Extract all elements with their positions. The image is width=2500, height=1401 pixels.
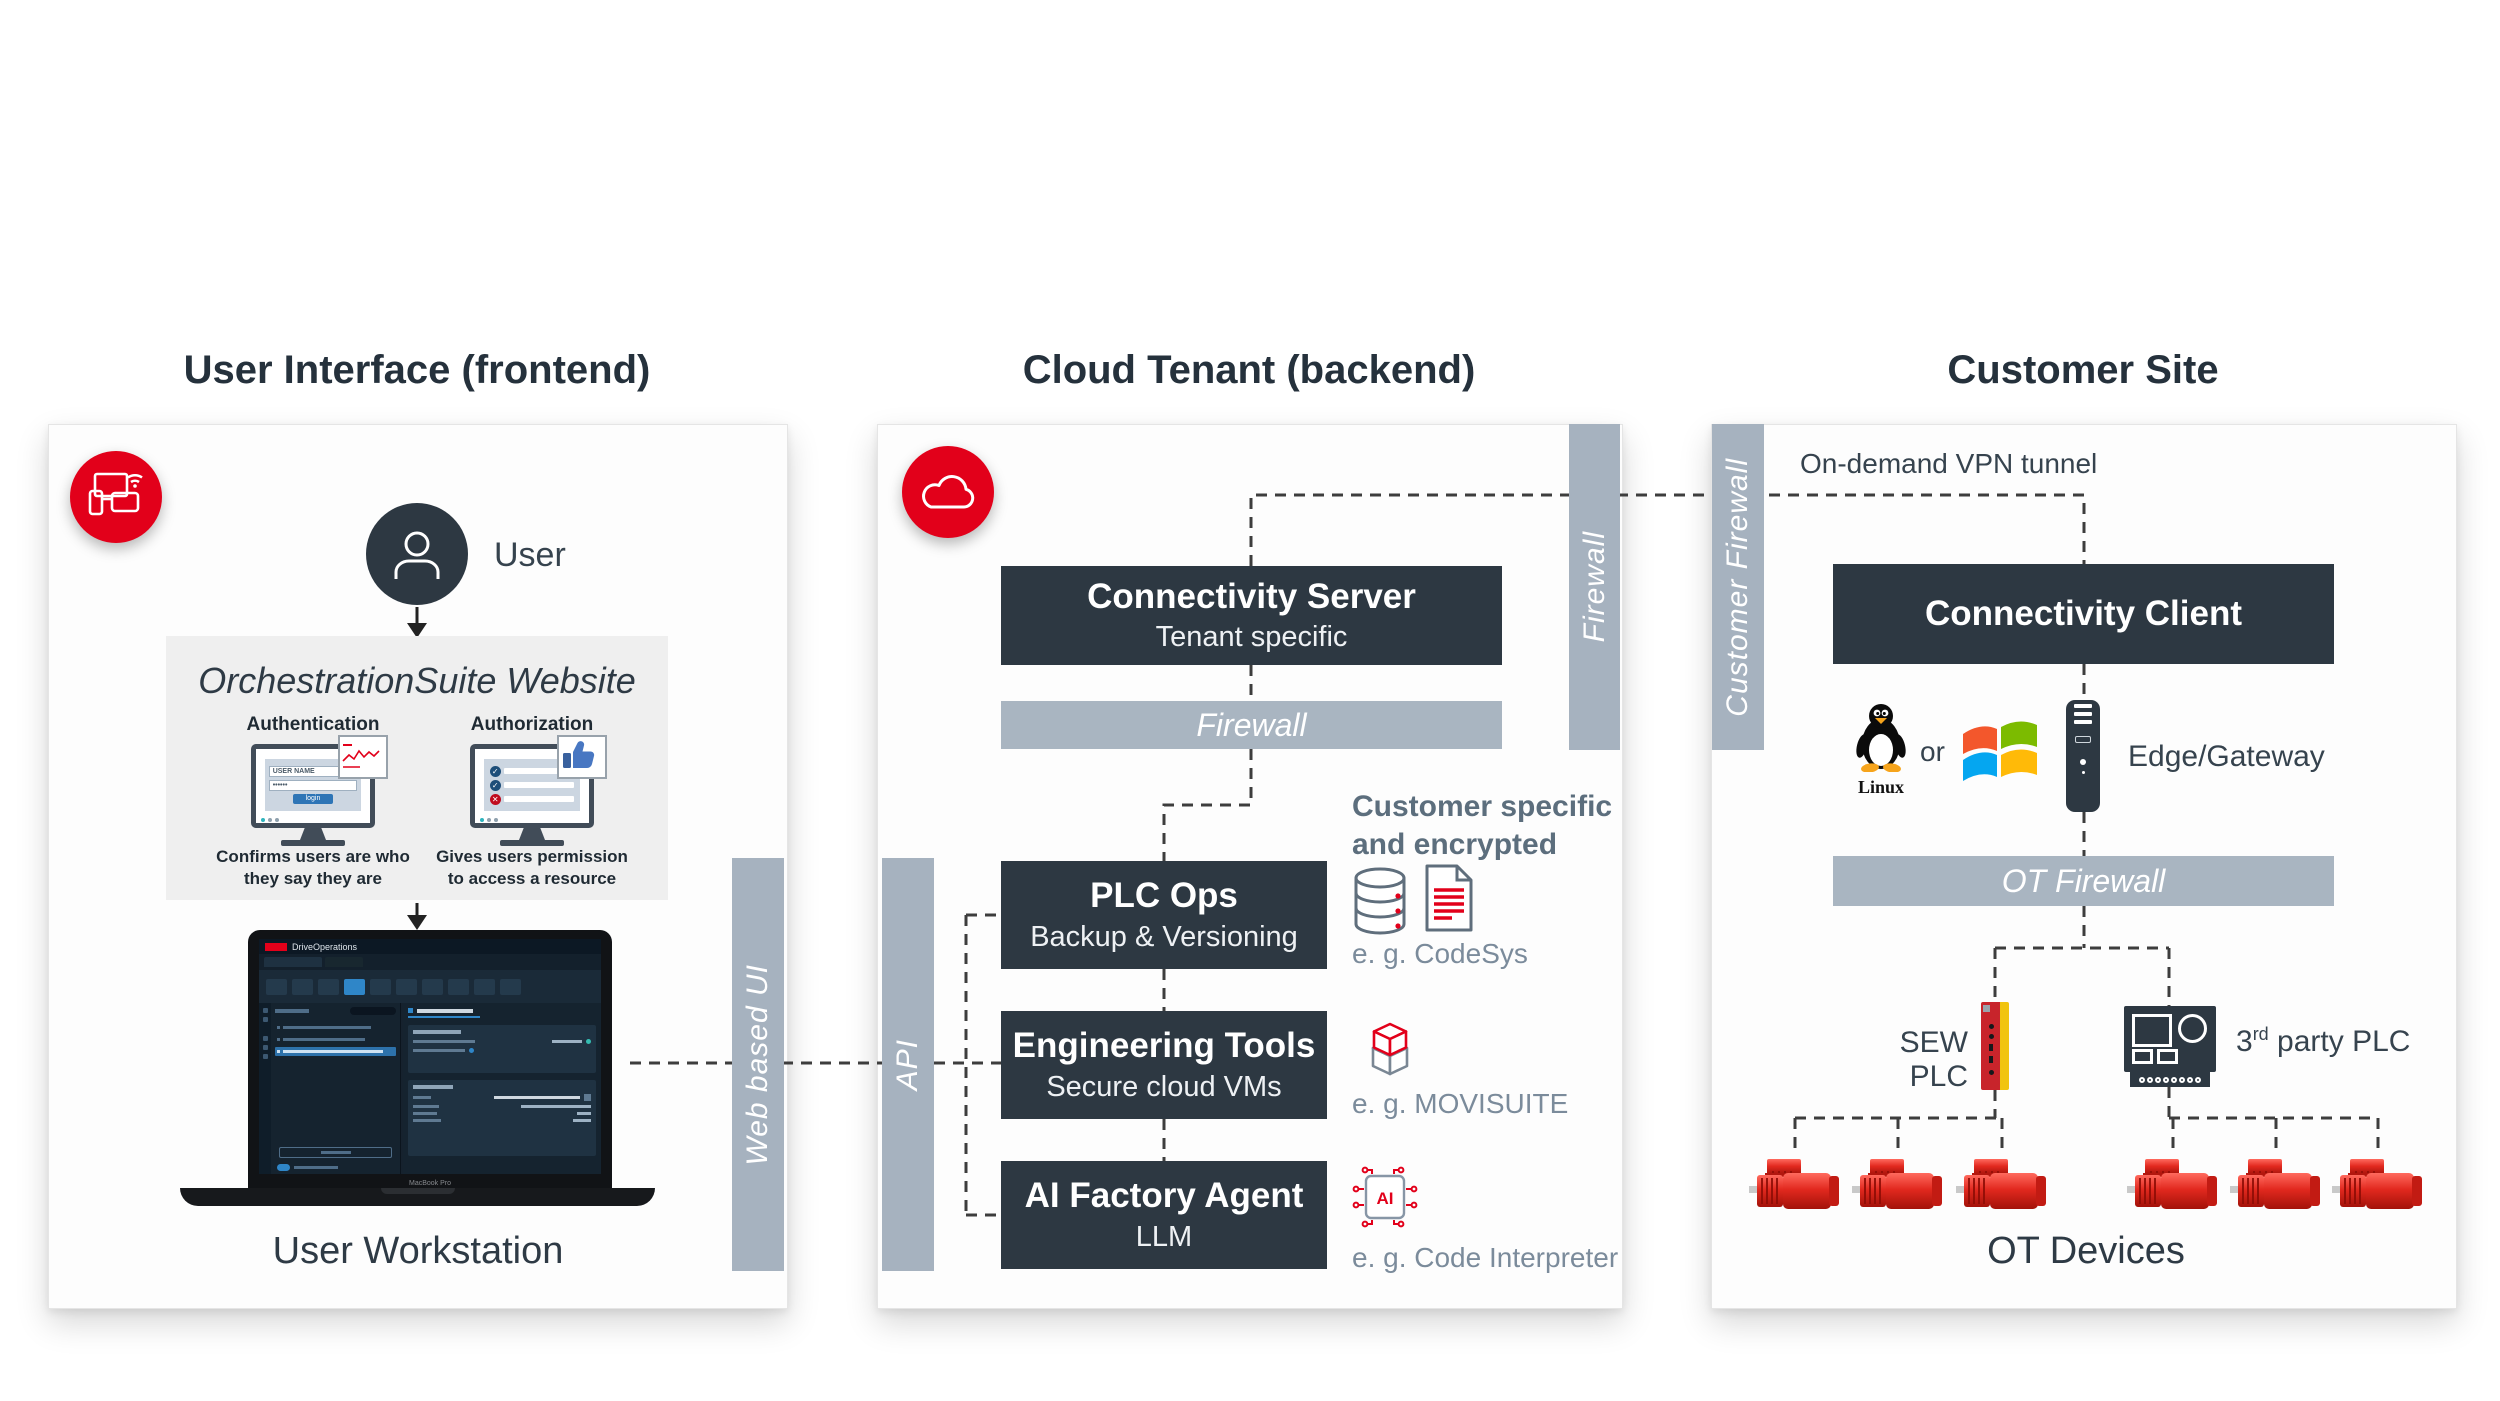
motor xyxy=(2230,1158,2321,1210)
avatar xyxy=(366,503,468,605)
app-details-panel xyxy=(403,1003,601,1174)
authentication-caption: Confirms users are who they say they are xyxy=(216,847,410,888)
app-title: DriveOperations xyxy=(292,941,358,952)
document-icon xyxy=(1422,862,1476,939)
authentication-label: Authentication xyxy=(246,714,380,735)
drive-operations-app: DriveOperations xyxy=(259,939,601,1174)
edge-gateway-device xyxy=(2066,700,2100,812)
authorization-label: Authorization xyxy=(470,714,594,735)
laptop-base xyxy=(180,1188,655,1206)
monitor-stand xyxy=(519,828,545,840)
authorization-caption: Gives users permission to access a resou… xyxy=(436,847,628,888)
laptop: DriveOperations xyxy=(248,930,612,1188)
user-label: User xyxy=(494,536,566,574)
engineering-tools-box: Engineering Tools Secure cloud VMs xyxy=(1001,1011,1327,1119)
customer-firewall-bar: Customer Firewall xyxy=(1712,424,1764,750)
page-title-backend: Cloud Tenant (backend) xyxy=(1022,348,1476,392)
app-tree-button xyxy=(279,1147,392,1158)
linux-logo: Linux xyxy=(1850,702,1912,798)
monitor-stand xyxy=(300,828,326,840)
cubes-icon xyxy=(1352,1014,1428,1089)
app-tabs xyxy=(259,954,601,970)
app-tab xyxy=(264,957,322,967)
plc-dial xyxy=(2178,1014,2207,1043)
motor xyxy=(2127,1158,2218,1210)
app-toggle xyxy=(277,1164,338,1171)
plc-terminals xyxy=(2130,1072,2210,1087)
login-button: login xyxy=(292,794,334,804)
app-tree-selected-row xyxy=(275,1047,396,1056)
check-icon: ✓ xyxy=(489,765,501,777)
ai-chip-label: AI xyxy=(1377,1189,1394,1208)
monitor-base xyxy=(281,840,345,846)
plc-ops-box: PLC Ops Backup & Versioning xyxy=(1001,861,1327,969)
third-party-plc-label: 3rd party PLC xyxy=(2236,1024,2411,1058)
monitor-dots xyxy=(480,818,498,822)
sew-logo xyxy=(265,942,287,951)
customer-specific-note: Customer specific and encrypted xyxy=(1352,790,1613,861)
cloud-icon xyxy=(922,475,975,509)
api-bar: API xyxy=(882,858,934,1271)
sew-plc-label: SEW PLC xyxy=(1899,1026,1968,1093)
ai-factory-agent-box: AI Factory Agent LLM xyxy=(1001,1161,1327,1269)
monitor-dots xyxy=(261,818,279,822)
workstation-label: User Workstation xyxy=(272,1230,564,1272)
auth-monitor-screen: USER NAME •••••• login xyxy=(251,735,388,828)
app-tree-panel xyxy=(271,1003,401,1174)
laptop-brand: MacBook Pro xyxy=(408,1180,452,1187)
app-status-card xyxy=(408,1025,596,1073)
check-icon: ✓ xyxy=(489,779,501,791)
page-title-frontend: User Interface (frontend) xyxy=(183,348,651,392)
chart-popup xyxy=(338,735,388,779)
connectivity-server-box: Connectivity Server Tenant specific xyxy=(1001,566,1502,665)
database-icon xyxy=(1352,866,1408,941)
authz-monitor-screen: ✓ ✓ ✕ xyxy=(470,735,607,828)
devices-badge xyxy=(70,451,162,543)
thumbs-up-icon xyxy=(563,741,595,769)
ot-firewall-bar: OT Firewall xyxy=(1833,856,2334,906)
third-party-plc-device xyxy=(2124,1006,2216,1087)
app-search-input xyxy=(350,1007,396,1015)
example-code-interpreter: e. g. Code Interpreter xyxy=(1352,1242,1619,1273)
vpn-tunnel-label: On-demand VPN tunnel xyxy=(1800,448,2098,479)
web-based-ui-bar: Web based UI xyxy=(732,858,784,1271)
ot-devices-label: OT Devices xyxy=(1987,1230,2185,1272)
firewall-side-bar: Firewall xyxy=(1569,424,1620,750)
linux-label: Linux xyxy=(1857,777,1905,797)
plc-screen xyxy=(2132,1014,2172,1047)
ai-chip-icon: AI xyxy=(1352,1164,1418,1235)
app-toolbar xyxy=(259,970,601,1003)
page-title-customer-site: Customer Site xyxy=(1947,348,2219,392)
example-movisuite: e. g. MOVISUITE xyxy=(1352,1088,1569,1119)
firewall-bar: Firewall xyxy=(1001,701,1502,749)
motor xyxy=(2332,1158,2423,1210)
app-side-rail xyxy=(259,1003,271,1174)
person-icon xyxy=(394,531,440,579)
website-title: OrchestrationSuite Website xyxy=(198,660,636,701)
app-titlebar: DriveOperations xyxy=(259,939,601,954)
motor xyxy=(1956,1158,2047,1210)
app-tab xyxy=(325,957,363,967)
windows-flag-icon xyxy=(1963,721,2037,781)
app-properties-card xyxy=(408,1080,596,1156)
cross-icon: ✕ xyxy=(489,793,501,805)
multi-device-icon xyxy=(88,472,143,516)
cloud-badge xyxy=(902,446,994,538)
or-label: or xyxy=(1920,736,1945,767)
motor xyxy=(1852,1158,1943,1210)
connectivity-client-box: Connectivity Client xyxy=(1833,564,2334,664)
motor xyxy=(1749,1158,1840,1210)
thumbs-up-popup xyxy=(557,735,607,779)
edge-gateway-label: Edge/Gateway xyxy=(2128,740,2325,773)
login-form: USER NAME •••••• login xyxy=(265,759,361,811)
sew-plc-device xyxy=(1981,1002,2009,1090)
monitor-base xyxy=(500,840,564,846)
password-field: •••••• xyxy=(268,780,358,791)
authentication-monitor: USER NAME •••••• login xyxy=(251,735,388,846)
authorization-monitor: ✓ ✓ ✕ xyxy=(470,735,607,846)
example-codesys: e. g. CodeSys xyxy=(1352,938,1528,969)
tux-icon xyxy=(1856,704,1906,773)
windows-logo xyxy=(1955,714,2045,797)
